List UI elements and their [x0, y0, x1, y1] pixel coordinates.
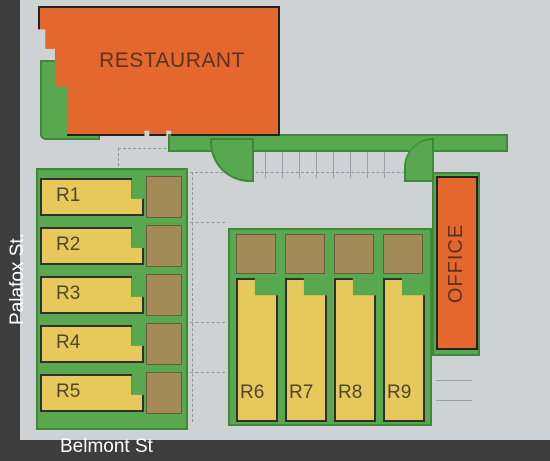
unit-r7: R7 [283, 234, 327, 422]
unit-building [236, 278, 278, 422]
unit-label: R9 [387, 382, 412, 403]
unit-r2: R2 [40, 225, 186, 269]
unit-label: R8 [338, 382, 363, 403]
unit-r4: R4 [40, 323, 186, 367]
restaurant-building: RESTAURANT [38, 6, 280, 136]
parking-line [185, 172, 435, 173]
unit-r5: R5 [40, 372, 186, 416]
belmont-street [0, 440, 550, 461]
unit-patio [383, 234, 423, 274]
unit-patio [146, 176, 182, 218]
unit-building [285, 278, 327, 422]
unit-label: R7 [289, 382, 314, 403]
unit-building [383, 278, 425, 422]
parking-line [185, 322, 225, 323]
unit-patio [146, 372, 182, 414]
parking-line [185, 222, 225, 223]
unit-r1: R1 [40, 176, 186, 220]
unit-patio [146, 274, 182, 316]
unit-label: R3 [56, 283, 81, 304]
unit-r6: R6 [234, 234, 278, 422]
unit-patio [236, 234, 276, 274]
parking-stall-line [282, 148, 283, 178]
parking-line [185, 372, 225, 373]
unit-label: R5 [56, 381, 81, 402]
parking-stall [436, 380, 472, 431]
unit-building-outline [40, 276, 144, 314]
parking-stall-line [299, 148, 300, 178]
parking-line [192, 172, 193, 422]
parking-stall-line [367, 148, 368, 178]
parking-line [118, 148, 119, 166]
unit-label: R4 [56, 332, 81, 353]
unit-r9: R9 [381, 234, 425, 422]
parking-stall-line [265, 148, 266, 178]
restaurant-site: RESTAURANT [38, 6, 280, 138]
unit-building [334, 278, 376, 422]
office-building: OFFICE [436, 176, 478, 350]
unit-patio [285, 234, 325, 274]
parking-stall-line [333, 148, 334, 178]
palafox-street-label: Palafox St. [6, 233, 28, 325]
unit-r3: R3 [40, 274, 186, 318]
unit-label: R6 [240, 382, 265, 403]
belmont-street-label: Belmont St [60, 436, 153, 457]
parking-stalls [248, 148, 398, 178]
restaurant-label: RESTAURANT [99, 49, 245, 72]
unit-r8: R8 [332, 234, 376, 422]
parking-stall-line [350, 148, 351, 178]
palafox-street [0, 0, 20, 461]
parking-stall-line [316, 148, 317, 178]
parking-stall-line [384, 148, 385, 178]
parking-stall [436, 400, 472, 401]
office-label: OFFICE [445, 223, 468, 303]
unit-label: R2 [56, 234, 81, 255]
unit-patio [146, 225, 182, 267]
unit-patio [146, 323, 182, 365]
unit-label: R1 [56, 185, 81, 206]
unit-patio [334, 234, 374, 274]
